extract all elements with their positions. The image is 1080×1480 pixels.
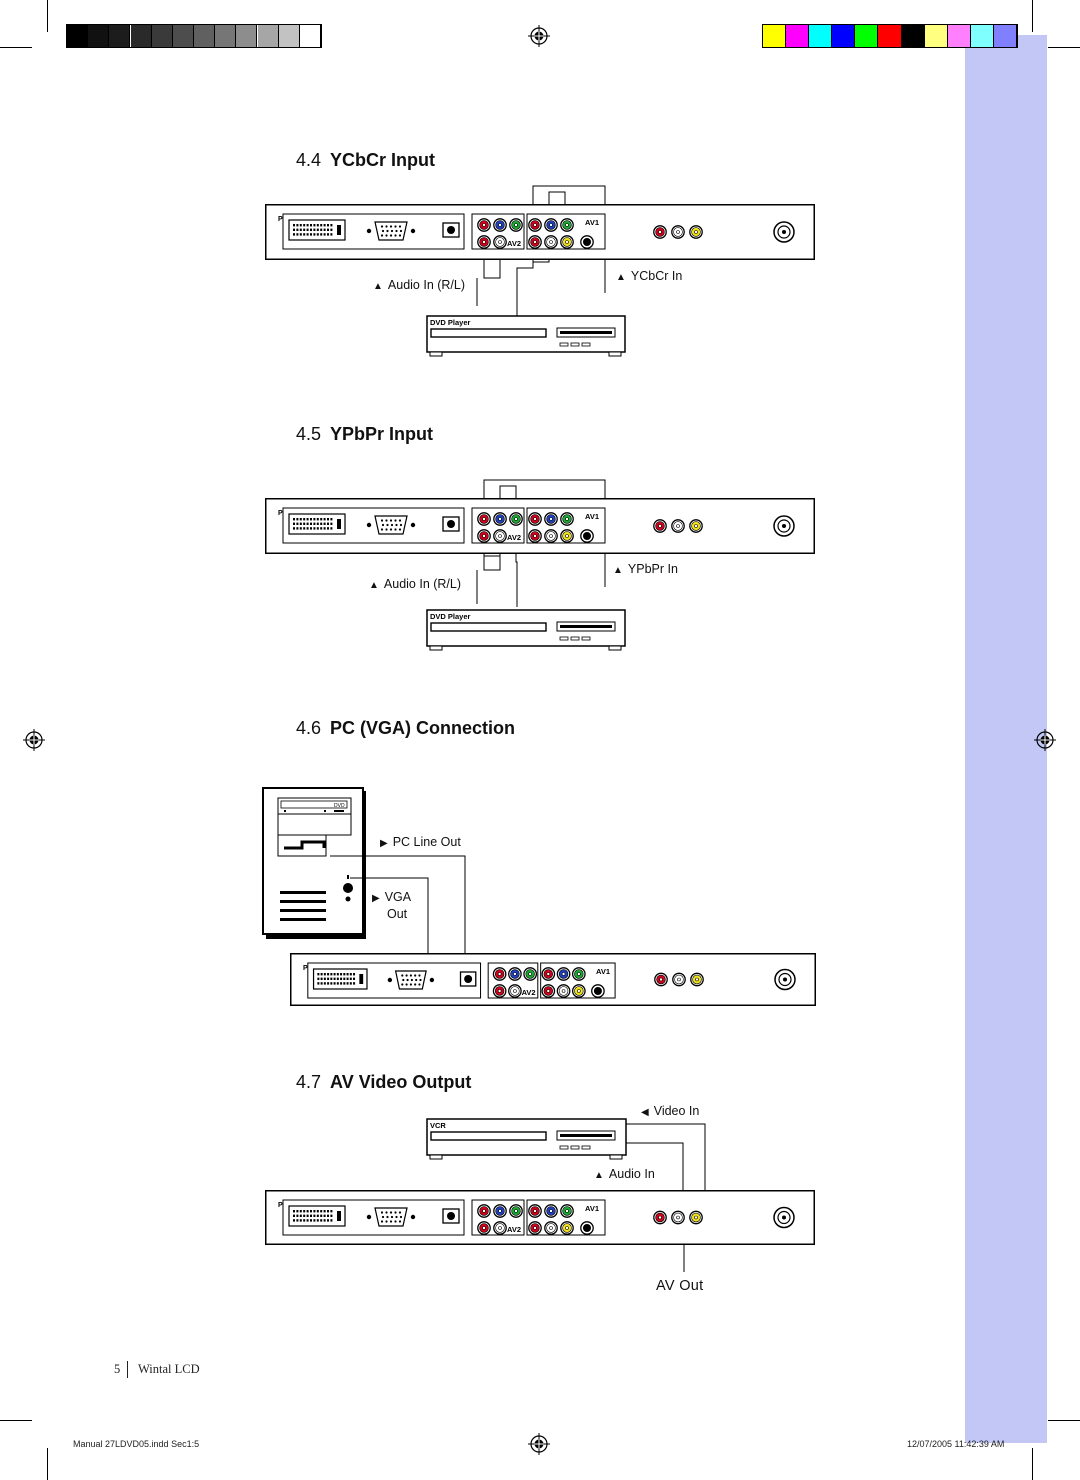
calibration-swatch [947, 25, 971, 47]
crop-mark [47, 1448, 48, 1480]
calibration-swatch [901, 25, 925, 47]
player-button [559, 342, 569, 347]
av2-label: AV2 [507, 239, 521, 248]
calibration-swatch [924, 25, 948, 47]
calibration-swatch [855, 25, 879, 47]
player-button [581, 1145, 591, 1150]
registration-mark-bottom-icon [528, 1433, 550, 1455]
crop-mark [1048, 1420, 1080, 1421]
player-unit-graphic: DVD Player [426, 315, 626, 357]
grayscale-calibration-bar [66, 24, 322, 48]
calibration-swatch [172, 25, 194, 47]
crop-mark [1048, 47, 1080, 48]
calibration-swatch [970, 25, 994, 47]
player-button [570, 636, 580, 641]
calibration-swatch [299, 25, 321, 47]
crop-mark [0, 1420, 32, 1421]
callout-audio-in: ▲Audio In (R/L) [373, 278, 466, 292]
calibration-swatch [809, 25, 833, 47]
crop-mark [0, 47, 32, 48]
calibration-swatch [215, 25, 237, 47]
disc-tray [430, 622, 547, 632]
callout-audio-in: ▲Audio In (R/L) [369, 577, 462, 591]
av1-label: AV1 [596, 967, 610, 976]
calibration-swatch [278, 25, 300, 47]
registration-mark-left-icon [23, 729, 45, 751]
player-unit-graphic: DVD Player [426, 609, 626, 651]
callout-audio-in: ▲Audio In [594, 1167, 655, 1181]
player-label: DVD Player [430, 318, 471, 327]
av2-label: AV2 [507, 533, 521, 542]
crop-mark [1032, 0, 1033, 32]
player-button [570, 1145, 580, 1150]
callout-av-out: AV Out [656, 1278, 704, 1294]
av1-label: AV1 [585, 218, 599, 227]
calibration-swatch [194, 25, 216, 47]
player-button [581, 636, 591, 641]
dvd-logo: DVD [334, 803, 345, 809]
callout-pc-line-out: ▶PC Line Out [380, 835, 461, 849]
crop-mark [1032, 1448, 1033, 1480]
color-calibration-bar [762, 24, 1018, 48]
callout-vga-out: Out [387, 907, 408, 921]
calibration-swatch [236, 25, 258, 47]
player-label: DVD Player [430, 612, 471, 621]
tv-rear-panel-graphic: PCAV2AV1 [265, 204, 815, 260]
calibration-swatch [130, 25, 152, 47]
calibration-swatch [67, 25, 89, 47]
registration-mark-top-icon [528, 25, 550, 47]
print-slug-file: Manual 27LDVD05.indd Sec1:5 [73, 1439, 200, 1449]
callout-vga: ▶VGA [372, 890, 412, 904]
av2-label: AV2 [507, 1225, 521, 1234]
calibration-swatch [878, 25, 902, 47]
tv-rear-panel-graphic: PCAV2AV1 [265, 1190, 815, 1245]
callout-ycbcr-in: ▲YCbCr In [616, 269, 683, 283]
calibration-swatch [993, 25, 1017, 47]
player-button [559, 1145, 569, 1150]
av2-label: AV2 [522, 988, 536, 997]
calibration-swatch [832, 25, 856, 47]
player-label: VCR [430, 1121, 446, 1130]
player-button [559, 636, 569, 641]
calibration-swatch [786, 25, 810, 47]
print-slug-date: 12/07/2005 11:42:39 AM [907, 1439, 1005, 1449]
page-number: 5 [114, 1362, 121, 1376]
av1-label: AV1 [585, 512, 599, 521]
calibration-swatch [109, 25, 131, 47]
pc-tower: DVD [262, 787, 366, 939]
callout-video-in: ◀Video In [641, 1104, 700, 1118]
page-edge-tab [965, 35, 1047, 1443]
player-unit-graphic: VCR [426, 1118, 627, 1160]
footer-divider [127, 1361, 128, 1378]
callout-ypbpr-in: ▲YPbPr In [613, 562, 678, 576]
tv-rear-panel-graphic: PCAV2AV1 [265, 498, 815, 554]
registration-mark-right-icon [1034, 729, 1056, 751]
footer-brand: Wintal LCD [138, 1362, 200, 1376]
calibration-swatch [763, 25, 787, 47]
disc-tray [430, 1131, 547, 1141]
crop-mark [47, 0, 48, 32]
player-button [570, 342, 580, 347]
tv-rear-panel-graphic: PCAV2AV1 [290, 953, 816, 1006]
calibration-swatch [88, 25, 110, 47]
calibration-swatch [257, 25, 279, 47]
player-button [581, 342, 591, 347]
disc-tray [430, 328, 547, 338]
calibration-swatch [151, 25, 173, 47]
av1-label: AV1 [585, 1204, 599, 1213]
